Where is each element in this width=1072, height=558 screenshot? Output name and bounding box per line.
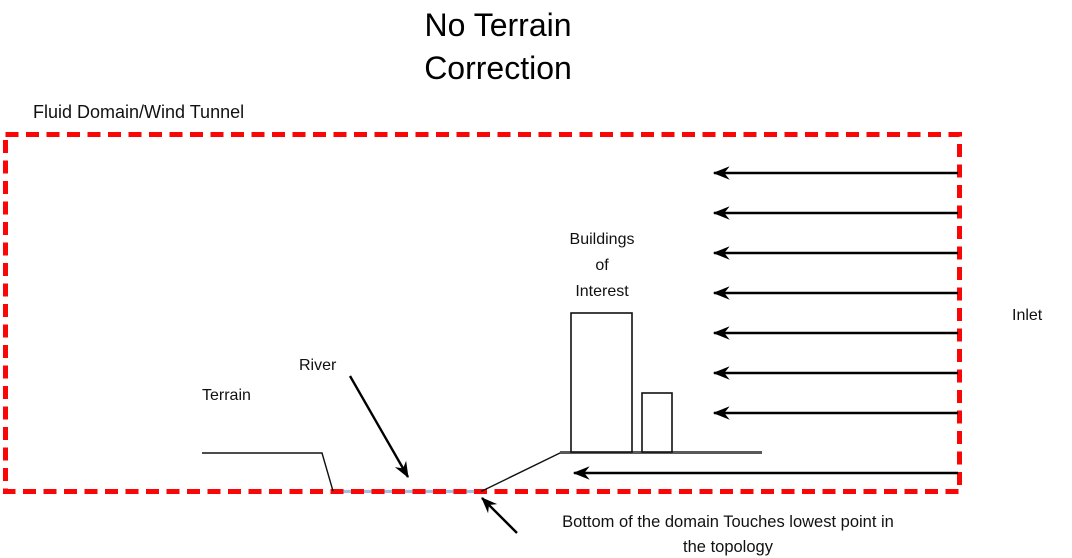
bottom-note-line1: Bottom of the domain Touches lowest poin… (562, 513, 894, 531)
river-label: River (299, 357, 337, 374)
buildings-label-line1: Buildings (570, 231, 635, 248)
inlet-label: Inlet (1012, 307, 1043, 324)
buildings-label-line3: Interest (575, 283, 629, 300)
buildings-label: Buildings of Interest (570, 231, 635, 300)
bottom-note-pointer-arrow (481, 497, 518, 534)
buildings-label-line2: of (595, 257, 609, 274)
fluid-domain-label: Fluid Domain/Wind Tunnel (33, 102, 244, 122)
terrain-outline (202, 452, 334, 492)
building-small (641, 392, 673, 453)
inlet-arrows (572, 166, 958, 480)
terrain-label: Terrain (202, 387, 251, 404)
bottom-note-line2: the topology (683, 538, 774, 556)
building-tall (570, 312, 633, 453)
page-title-line2: Correction (424, 50, 572, 86)
page-title-line1: No Terrain (424, 7, 571, 43)
slope-line (480, 451, 562, 493)
fluid-domain-boundary (3, 132, 962, 494)
bottom-note: Bottom of the domain Touches lowest poin… (562, 513, 894, 556)
river-pointer-arrow (348, 375, 410, 478)
